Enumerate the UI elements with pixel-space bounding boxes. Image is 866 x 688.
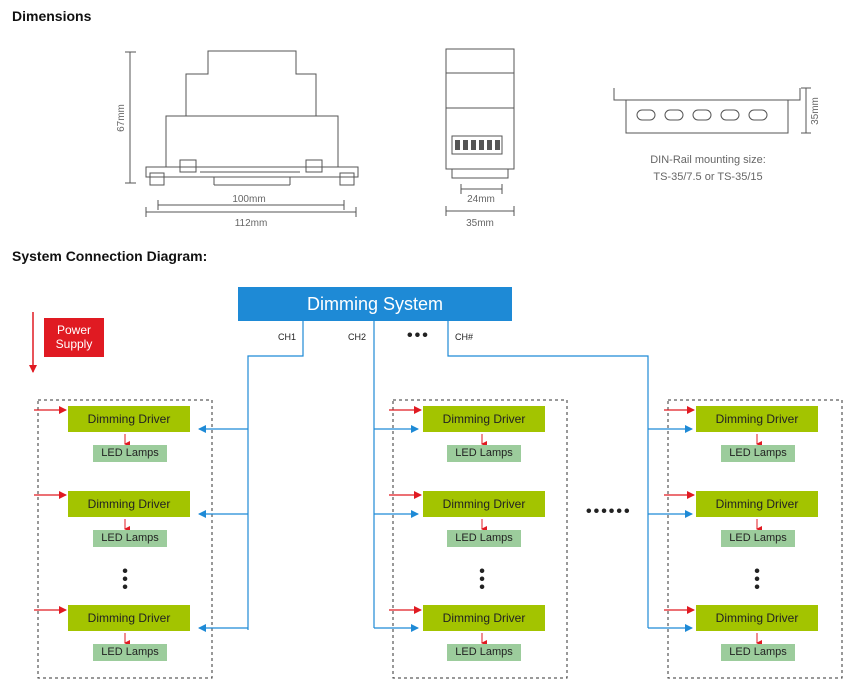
- led-lamps: LED Lamps: [447, 644, 521, 661]
- rail-height-label: 35mm: [810, 97, 821, 125]
- dimming-driver: Dimming Driver: [68, 406, 190, 432]
- dimming-driver: Dimming Driver: [423, 491, 545, 517]
- led-lamps: LED Lamps: [721, 530, 795, 547]
- dimension-drawings: 67mm 100mm 112mm 24mm 35mm 35mm: [116, 48, 821, 229]
- dimensions-heading: Dimensions: [12, 8, 92, 24]
- channel-label-ch2: CH2: [348, 332, 367, 342]
- outer-width-label: 112mm: [235, 218, 268, 229]
- dimming-driver: Dimming Driver: [68, 491, 190, 517]
- channel-ellipsis: •••: [407, 327, 430, 344]
- power-supply-box: Power Supply: [44, 318, 104, 357]
- power-supply-line1: Power: [56, 323, 91, 337]
- side-inner-label: 24mm: [467, 194, 495, 205]
- vertical-ellipsis: • • •: [754, 563, 760, 596]
- inner-width-label: 100mm: [232, 194, 265, 205]
- group-ellipsis: ••••••: [586, 503, 632, 520]
- channel-label-ch1: CH1: [278, 332, 297, 342]
- led-lamps: LED Lamps: [447, 445, 521, 462]
- din-caption-line2: TS-35/7.5 or TS-35/15: [653, 171, 763, 183]
- system-connection-heading: System Connection Diagram:: [12, 248, 208, 264]
- led-lamps: LED Lamps: [721, 445, 795, 462]
- led-lamps: LED Lamps: [93, 445, 167, 462]
- led-lamps: LED Lamps: [447, 530, 521, 547]
- height-label: 67mm: [116, 104, 127, 132]
- group-box-3: [667, 399, 843, 679]
- din-caption: DIN-Rail mounting size: TS-35/7.5 or TS-…: [628, 152, 788, 186]
- group-box-1: [37, 399, 213, 679]
- din-caption-line1: DIN-Rail mounting size:: [650, 154, 766, 166]
- dimming-driver: Dimming Driver: [423, 406, 545, 432]
- side-outer-label: 35mm: [466, 218, 494, 229]
- group-box-2: [392, 399, 568, 679]
- vertical-ellipsis: • • •: [479, 563, 485, 596]
- dimming-driver: Dimming Driver: [696, 406, 818, 432]
- power-supply-line2: Supply: [55, 337, 93, 351]
- dimming-driver: Dimming Driver: [68, 605, 190, 631]
- led-lamps: LED Lamps: [93, 530, 167, 547]
- dimming-driver: Dimming Driver: [696, 605, 818, 631]
- dip-switches: [455, 140, 500, 150]
- led-lamps: LED Lamps: [93, 644, 167, 661]
- led-lamps: LED Lamps: [721, 644, 795, 661]
- channel-label-chn: CH#: [455, 332, 474, 342]
- vertical-ellipsis: • • •: [122, 563, 128, 596]
- dimming-system-box: Dimming System: [238, 287, 512, 321]
- dimming-driver: Dimming Driver: [423, 605, 545, 631]
- dimming-driver: Dimming Driver: [696, 491, 818, 517]
